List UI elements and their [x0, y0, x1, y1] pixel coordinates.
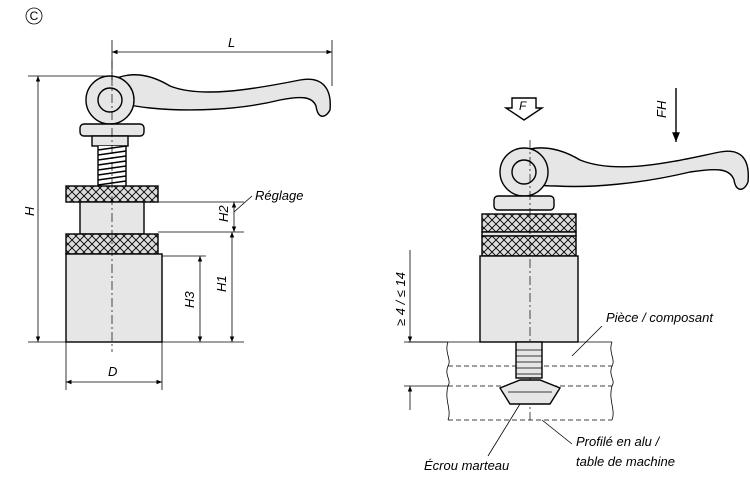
- dim-H3-label: H3: [182, 291, 197, 308]
- dim-L-label: L: [228, 35, 235, 50]
- adjust-leader: [233, 195, 253, 213]
- knurled-adjust-nut-right: [481, 213, 577, 233]
- base-body-left: [65, 253, 163, 343]
- lever-arm-left: [107, 74, 331, 117]
- profile-break-right: [610, 341, 614, 421]
- nut-label: Écrou marteau: [424, 458, 509, 473]
- pressure-plate-right: [493, 195, 555, 211]
- cam-eye-right: [499, 147, 549, 197]
- dim-H-label: H: [22, 206, 37, 216]
- left-view: C L H: [22, 7, 333, 390]
- profile-break-left: [446, 341, 450, 421]
- force-F-label: F: [519, 99, 527, 113]
- dim-H1-label: H1: [214, 275, 229, 292]
- base-body-right: [479, 255, 579, 343]
- nut-leader: [487, 403, 521, 457]
- component-leader: [571, 325, 603, 357]
- force-FH-label: FH: [654, 100, 669, 118]
- force-F-arrow: [503, 97, 545, 121]
- variant-circle: [25, 7, 43, 25]
- right-view: F FH ≥ 4: [393, 88, 749, 473]
- variant-label: C: [30, 9, 39, 23]
- profile-leader: [541, 419, 573, 445]
- washer-left: [91, 135, 129, 147]
- adjust-label: Réglage: [255, 188, 303, 203]
- cam-hole-right: [511, 159, 537, 185]
- dim-H2-label: H2: [216, 205, 231, 222]
- cam-hole-left: [97, 87, 123, 113]
- profile-label-line2: table de machine: [576, 454, 675, 469]
- component-label: Pièce / composant: [606, 310, 714, 325]
- knurled-ring-right: [481, 235, 577, 257]
- bolt-right: [515, 341, 543, 379]
- dim-D-label: D: [108, 364, 117, 379]
- depth-dim-label: ≥ 4 / ≤ 14: [393, 272, 408, 326]
- cam-eye-left: [85, 75, 135, 125]
- profile-label-line1: Profilé en alu /: [576, 434, 660, 449]
- lever-arm-right: [519, 147, 749, 190]
